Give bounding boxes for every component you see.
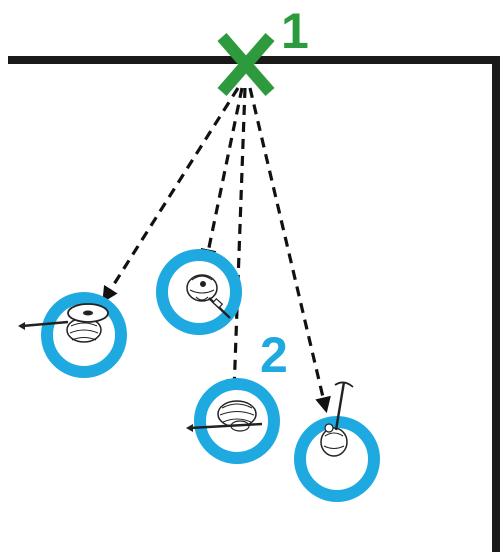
- movement-arrows: [102, 87, 331, 414]
- spear-warrior-icon: [186, 378, 280, 464]
- arrow-to-shield-warrior: [102, 87, 240, 303]
- destination-number: 2: [260, 327, 288, 383]
- dwarf-warrior-icon: [156, 249, 242, 335]
- crossbow-warrior-icon: [294, 381, 380, 502]
- start-number: 1: [281, 3, 309, 59]
- start-cross-icon: [217, 33, 275, 96]
- arrow-to-dwarf-warrior: [200, 87, 244, 266]
- arrow-to-crossbow-warrior: [248, 87, 331, 414]
- arrow-to-spear-warrior: [226, 87, 247, 396]
- shield-warrior-icon: [18, 292, 127, 378]
- wall-outline: [8, 56, 500, 552]
